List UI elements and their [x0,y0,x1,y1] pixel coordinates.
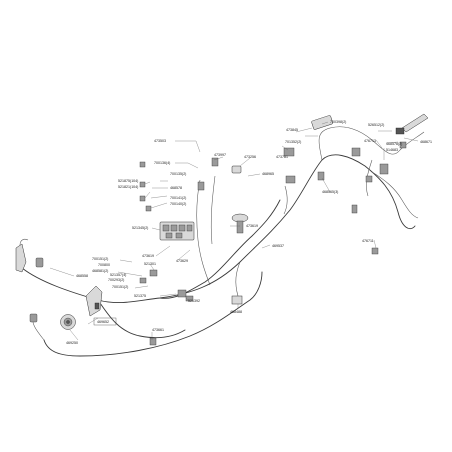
label-521345: 521345(2) [132,226,148,230]
label-468565: 468565(3) [322,190,338,194]
label-473256: 473256 [244,155,256,159]
label-473661: 473661 [152,328,164,332]
label-473629: 473629 [176,259,188,263]
label-473619-b: 473619 [246,224,258,228]
part-number-labels: 473503 700136(4) 700135(2) 521875(104) 5… [66,120,432,345]
label-473619: 473619 [142,254,154,258]
label-468965: 468965 [262,172,274,176]
label-468488: 468488 [230,310,242,314]
label-700140: 700140(2) [170,202,186,206]
label-521875: 521875(104) [118,179,138,183]
label-521821: 521821(104) [118,185,138,189]
label-700151-b: 700151(2) [112,285,128,289]
label-700136: 700136(4) [154,161,170,165]
label-700135: 700135(2) [170,172,186,176]
label-476711: 476711 [362,239,374,243]
callout-leaders [49,121,419,341]
label-521301: 521301 [144,262,156,266]
label-473503: 473503 [154,139,166,143]
component-parts [15,113,429,346]
label-468581: 468581(2) [92,269,108,273]
label-468558: 468558 [76,274,88,278]
label-700398: 700398(2) [330,120,346,124]
label-700800: 700800 [98,263,110,267]
label-700141: 700141(2) [170,196,186,200]
label-476713: 476713 [364,139,376,143]
label-526512: 526512(2) [368,123,384,127]
label-521392: 521392 [188,299,200,303]
label-473781: 473781 [276,155,288,159]
label-468671: 468671 [420,140,432,144]
label-521357: 521357(4) [110,273,126,277]
label-469250: 469250 [66,341,78,345]
label-700293: 700293(2) [108,278,124,282]
label-701352: 701352(2) [285,140,301,144]
label-473845: 473845 [286,128,298,132]
label-468578: 468578 [170,186,182,190]
label-469537: 469537 [272,244,284,248]
label-700151: 700151(2) [92,257,108,261]
label-469652: 469652 [97,320,109,324]
label-521375: 521375 [134,294,146,298]
label-468578-2: 468578(2) [386,142,402,146]
label-514683: 514683 [386,148,398,152]
label-473997: 473997 [214,153,226,157]
